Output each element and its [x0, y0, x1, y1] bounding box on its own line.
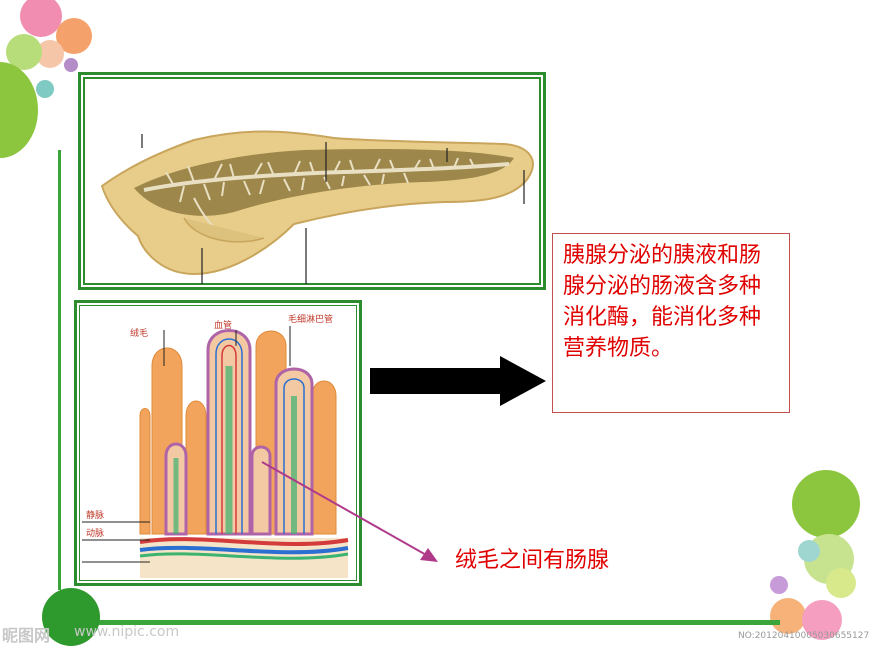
villi-label-artery: 动脉 [86, 527, 104, 539]
villi-label-lymph: 毛细淋巴管 [288, 313, 333, 325]
bottom-bar-dot [42, 588, 100, 646]
decor-circle-pink [20, 0, 62, 37]
bottom-bar [60, 620, 780, 625]
decor-circle-yellowgreen-br [826, 568, 856, 598]
decor-circle-pink-br [802, 600, 842, 640]
watermark-url: www.nipic.com [74, 624, 180, 640]
watermark-id: NO:20120410005030655127 [738, 631, 869, 641]
villi-caption: 绒毛之间有肠腺 [455, 548, 610, 573]
pancreas-illustration [100, 130, 534, 284]
decor-circle-teal [36, 80, 54, 98]
villi-illustration: 绒毛 血管 毛细淋巴管 静脉 动脉 [80, 306, 356, 580]
pointer-arrow [261, 461, 438, 562]
villi-label-vein: 静脉 [86, 509, 104, 521]
watermark-logo: 昵图网 [2, 626, 51, 645]
decor-circle-green-br [792, 470, 860, 538]
decor-circle-purple-br [770, 576, 788, 594]
right-arrow [370, 356, 546, 406]
decor-circle-teal-br [798, 540, 820, 562]
villi-figure-frame: 绒毛 血管 毛细淋巴管 静脉 动脉 [74, 300, 362, 586]
villi-label-villus: 绒毛 [130, 327, 148, 339]
villi-label-vessel: 血管 [214, 319, 232, 331]
pancreas-figure-frame [78, 72, 546, 290]
decor-circle-orange-br [770, 598, 806, 634]
decor-circle-green-large [0, 62, 38, 158]
left-rule [58, 150, 61, 590]
description-textbox: 胰腺分泌的胰液和肠腺分泌的肠液含多种消化酶，能消化多种营养物质。 [552, 233, 790, 413]
decor-circle-purple [64, 58, 78, 72]
